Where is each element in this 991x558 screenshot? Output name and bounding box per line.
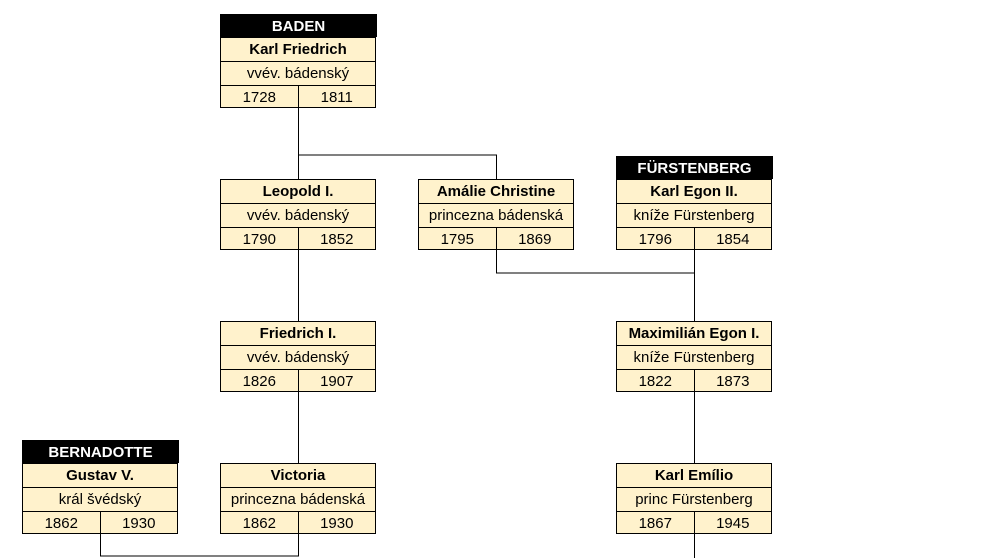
person-card-karl-egon: Karl Egon II. kníže Fürstenberg 1796 185… [616,179,772,251]
person-years: 1790 1852 [221,228,375,251]
birth-year: 1862 [221,512,299,535]
connector-amalie-karl-egon-maximilian [496,250,695,321]
birth-year: 1796 [617,228,695,251]
person-title: kníže Fürstenberg [617,204,771,228]
house-header-baden: BADEN [220,14,377,37]
person-years: 1795 1869 [419,228,573,251]
birth-year: 1728 [221,86,299,109]
person-title: princezna bádenská [221,488,375,512]
person-years: 1867 1945 [617,512,771,535]
birth-year: 1826 [221,370,299,393]
person-card-karl-friedrich: Karl Friedrich vvév. bádenský 1728 1811 [220,37,376,109]
birth-year: 1867 [617,512,695,535]
person-title: vvév. bádenský [221,346,375,370]
person-years: 1796 1854 [617,228,771,251]
death-year: 1869 [518,231,552,248]
person-name: Karl Emílio [617,464,771,488]
person-years: 1826 1907 [221,370,375,393]
death-year: 1811 [320,89,353,106]
house-header-bernadotte: BERNADOTTE [22,440,179,463]
person-title: princezna bádenská [419,204,573,228]
person-name: Friedrich I. [221,322,375,346]
person-years: 1862 1930 [221,512,375,535]
person-years: 1728 1811 [221,86,375,109]
person-name: Karl Egon II. [617,180,771,204]
death-year: 1854 [716,231,750,248]
house-header-furstenberg: FÜRSTENBERG [616,156,773,179]
person-name: Maximilián Egon I. [617,322,771,346]
person-card-friedrich: Friedrich I. vvév. bádenský 1826 1907 [220,321,376,393]
person-name: Amálie Christine [419,180,573,204]
connector-gustav-victoria [100,534,299,557]
death-year: 1945 [716,515,750,532]
person-title: kníže Fürstenberg [617,346,771,370]
birth-year: 1790 [221,228,299,251]
death-year: 1873 [716,373,750,390]
person-card-victoria: Victoria princezna bádenská 1862 1930 [220,463,376,535]
birth-year: 1795 [419,228,497,251]
person-name: Leopold I. [221,180,375,204]
person-years: 1862 1930 [23,512,177,535]
person-card-leopold: Leopold I. vvév. bádenský 1790 1852 [220,179,376,251]
person-card-maximilian: Maximilián Egon I. kníže Fürstenberg 182… [616,321,772,393]
person-card-gustav: Gustav V. král švédský 1862 1930 [22,463,178,535]
person-name: Victoria [221,464,375,488]
person-years: 1822 1873 [617,370,771,393]
death-year: 1930 [122,515,156,532]
person-title: vvév. bádenský [221,204,375,228]
death-year: 1852 [320,231,354,248]
person-title: král švédský [23,488,177,512]
person-name: Karl Friedrich [221,38,375,62]
person-card-karl-emilio: Karl Emílio princ Fürstenberg 1867 1945 [616,463,772,535]
connector-karl-friedrich-children [298,108,497,179]
person-title: princ Fürstenberg [617,488,771,512]
person-name: Gustav V. [23,464,177,488]
birth-year: 1822 [617,370,695,393]
person-card-amalie: Amálie Christine princezna bádenská 1795… [418,179,574,251]
death-year: 1907 [320,373,354,390]
person-title: vvév. bádenský [221,62,375,86]
death-year: 1930 [320,515,354,532]
birth-year: 1862 [23,512,101,535]
